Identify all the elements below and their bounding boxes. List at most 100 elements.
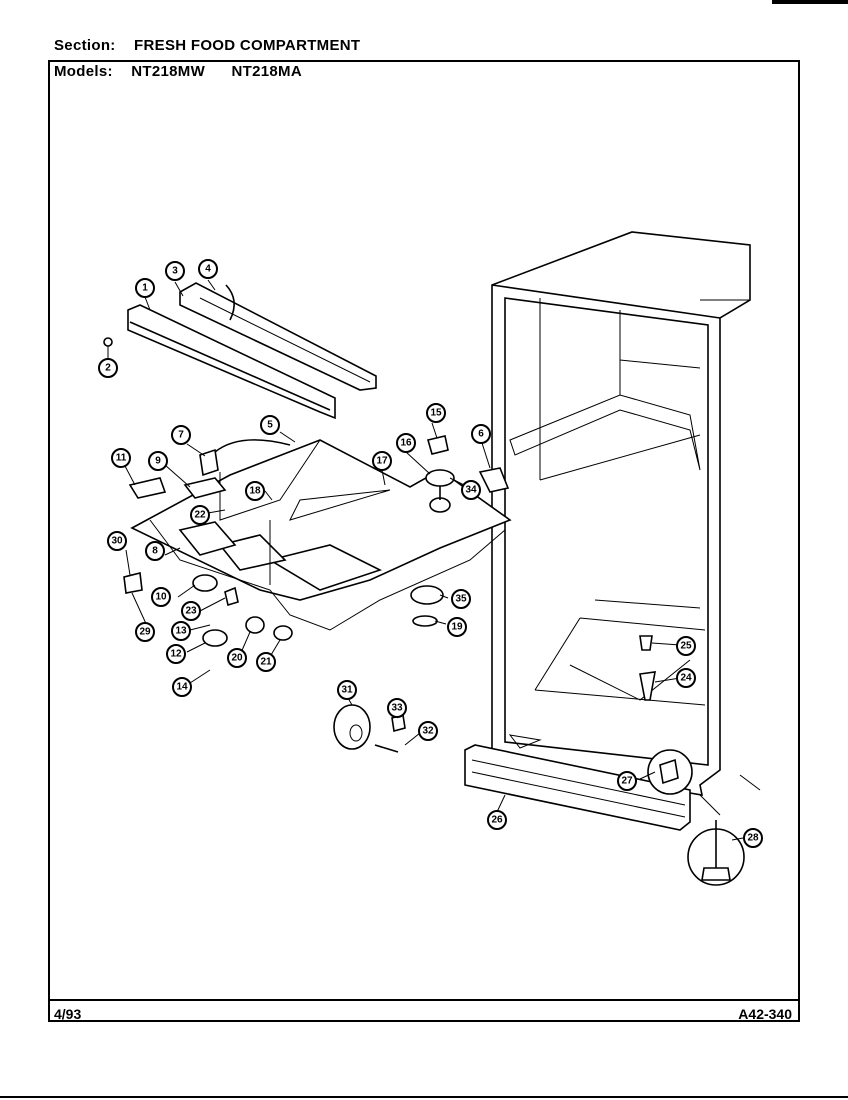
models-label: Models: [54, 63, 113, 80]
toe-grille [464, 744, 691, 831]
footer-date: 4/93 [54, 1006, 82, 1022]
callout-circle [447, 617, 467, 637]
callout-11: 11 [111, 448, 131, 468]
callout-10: 10 [151, 587, 171, 607]
callout-number: 27 [621, 776, 633, 787]
callout-circle [107, 531, 127, 551]
callout-circle [387, 698, 407, 718]
callout-number: 6 [478, 429, 484, 440]
callout-28: 28 [743, 828, 763, 848]
callout-circle [151, 587, 171, 607]
callout-circle [135, 278, 155, 298]
callout-9: 9 [148, 451, 168, 471]
rail-parts [103, 282, 377, 420]
callout-14: 14 [172, 677, 192, 697]
models-header: Models: NT218MW NT218MA [54, 63, 324, 80]
callout-30: 30 [107, 531, 127, 551]
callout-1: 1 [135, 278, 155, 298]
callout-35: 35 [451, 589, 471, 609]
callout-circle [487, 810, 507, 830]
callout-circle [245, 481, 265, 501]
diagram-frame: 4/93 A42-340 [48, 60, 800, 1022]
callout-circle [471, 424, 491, 444]
callout-number: 2 [105, 363, 111, 374]
callout-number: 31 [341, 685, 353, 696]
callout-circle [260, 415, 280, 435]
model-2: NT218MA [231, 63, 302, 80]
callout-24: 24 [676, 668, 696, 688]
callout-23: 23 [181, 601, 201, 621]
callout-number: 20 [231, 653, 243, 664]
callout-number: 11 [116, 453, 127, 464]
footer-code: A42-340 [738, 1006, 792, 1022]
callout-22: 22 [190, 505, 210, 525]
callout-number: 21 [260, 657, 272, 668]
callout-number: 15 [430, 408, 442, 419]
callout-25: 25 [676, 636, 696, 656]
callout-6: 6 [471, 424, 491, 444]
callout-33: 33 [387, 698, 407, 718]
callout-number: 33 [391, 703, 403, 714]
callout-number: 9 [155, 456, 161, 467]
callout-number: 8 [152, 546, 158, 557]
model-1: NT218MW [131, 63, 206, 80]
callout-2: 2 [98, 358, 118, 378]
callout-circle [181, 601, 201, 621]
callout-number: 16 [400, 438, 412, 449]
callout-circle [98, 358, 118, 378]
callout-29: 29 [135, 622, 155, 642]
callout-number: 18 [249, 486, 261, 497]
crisper-cover-assembly [130, 439, 512, 631]
callout-circle [426, 403, 446, 423]
callout-15: 15 [426, 403, 446, 423]
callout-5: 5 [260, 415, 280, 435]
callout-number: 4 [205, 264, 211, 275]
callout-number: 12 [170, 649, 182, 660]
callout-circle [172, 677, 192, 697]
callout-circle [461, 480, 481, 500]
section-header: Section: FRESH FOOD COMPARTMENT [54, 37, 382, 54]
callout-number: 35 [455, 594, 467, 605]
callout-circle [198, 259, 218, 279]
callout-3: 3 [165, 261, 185, 281]
callout-circle [171, 621, 191, 641]
callout-number: 25 [680, 641, 692, 652]
top-edge-mark [772, 0, 848, 4]
callout-number: 7 [178, 430, 184, 441]
callout-number: 13 [175, 626, 187, 637]
callout-18: 18 [245, 481, 265, 501]
callout-circle [190, 505, 210, 525]
callout-circle [372, 451, 392, 471]
callout-27: 27 [617, 771, 637, 791]
callout-number: 28 [747, 833, 759, 844]
callout-number: 1 [142, 283, 148, 294]
callout-7: 7 [171, 425, 191, 445]
callout-number: 23 [185, 606, 197, 617]
callout-circle [396, 433, 416, 453]
callout-number: 32 [422, 726, 434, 737]
callout-number: 3 [172, 266, 178, 277]
footer-rule [50, 999, 798, 1001]
callout-number: 22 [194, 510, 206, 521]
callout-26: 26 [487, 810, 507, 830]
callout-19: 19 [447, 617, 467, 637]
leveling-leg-detail [647, 749, 745, 886]
callout-number: 30 [111, 536, 123, 547]
callout-number: 17 [376, 456, 388, 467]
callout-circle [256, 652, 276, 672]
callout-circle [743, 828, 763, 848]
small-parts [123, 435, 656, 753]
callout-number: 5 [267, 420, 273, 431]
section-label: Section: [54, 37, 116, 54]
callout-circle [145, 541, 165, 561]
callout-34: 34 [461, 480, 481, 500]
callout-number: 14 [176, 682, 188, 693]
bottom-page-rule [0, 1096, 848, 1098]
callout-31: 31 [337, 680, 357, 700]
callout-8: 8 [145, 541, 165, 561]
callout-4: 4 [198, 259, 218, 279]
section-value: FRESH FOOD COMPARTMENT [134, 37, 361, 54]
callout-16: 16 [396, 433, 416, 453]
callout-12: 12 [166, 644, 186, 664]
callout-circle [337, 680, 357, 700]
